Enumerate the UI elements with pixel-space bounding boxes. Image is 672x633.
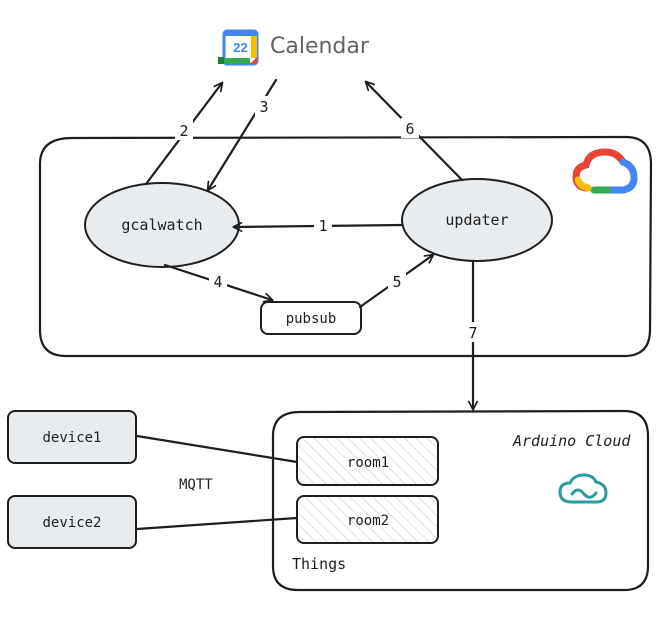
device1-label: device1 xyxy=(42,430,101,446)
calendar-logo-day: 22 xyxy=(233,40,247,55)
google-cloud-icon xyxy=(572,148,638,194)
edge-1-label: 1 xyxy=(318,217,327,235)
arduino-cloud-icon xyxy=(558,473,608,504)
device1-room1-link xyxy=(135,434,299,464)
room2-label: room2 xyxy=(347,513,389,529)
updater-label: updater xyxy=(445,211,508,229)
pubsub-label: pubsub xyxy=(286,311,337,327)
google-cloud-container xyxy=(38,135,653,358)
edge-3-label: 3 xyxy=(259,98,268,116)
arduino-cloud-container xyxy=(271,409,650,592)
room2-node xyxy=(296,495,439,544)
google-calendar-icon: 22 xyxy=(218,29,259,66)
arduino-cloud-label: Arduino Cloud xyxy=(512,432,631,450)
things-label: Things xyxy=(292,555,346,573)
device1-node xyxy=(7,410,137,464)
device2-node xyxy=(7,495,137,549)
mqtt-label: MQTT xyxy=(179,477,213,493)
pubsub-node xyxy=(260,301,362,335)
updater-node xyxy=(401,178,553,262)
room1-label: room1 xyxy=(347,455,389,471)
edge-7-label: 7 xyxy=(468,324,477,342)
edge-4-label: 4 xyxy=(213,273,222,291)
edge-6-label: 6 xyxy=(405,120,414,138)
device2-label: device2 xyxy=(42,515,101,531)
edge-2-label: 2 xyxy=(179,122,188,140)
gcalwatch-label: gcalwatch xyxy=(121,216,202,234)
edge-5-label: 5 xyxy=(392,273,401,291)
calendar-label: Calendar xyxy=(270,34,370,59)
device2-room2-link xyxy=(135,516,299,531)
